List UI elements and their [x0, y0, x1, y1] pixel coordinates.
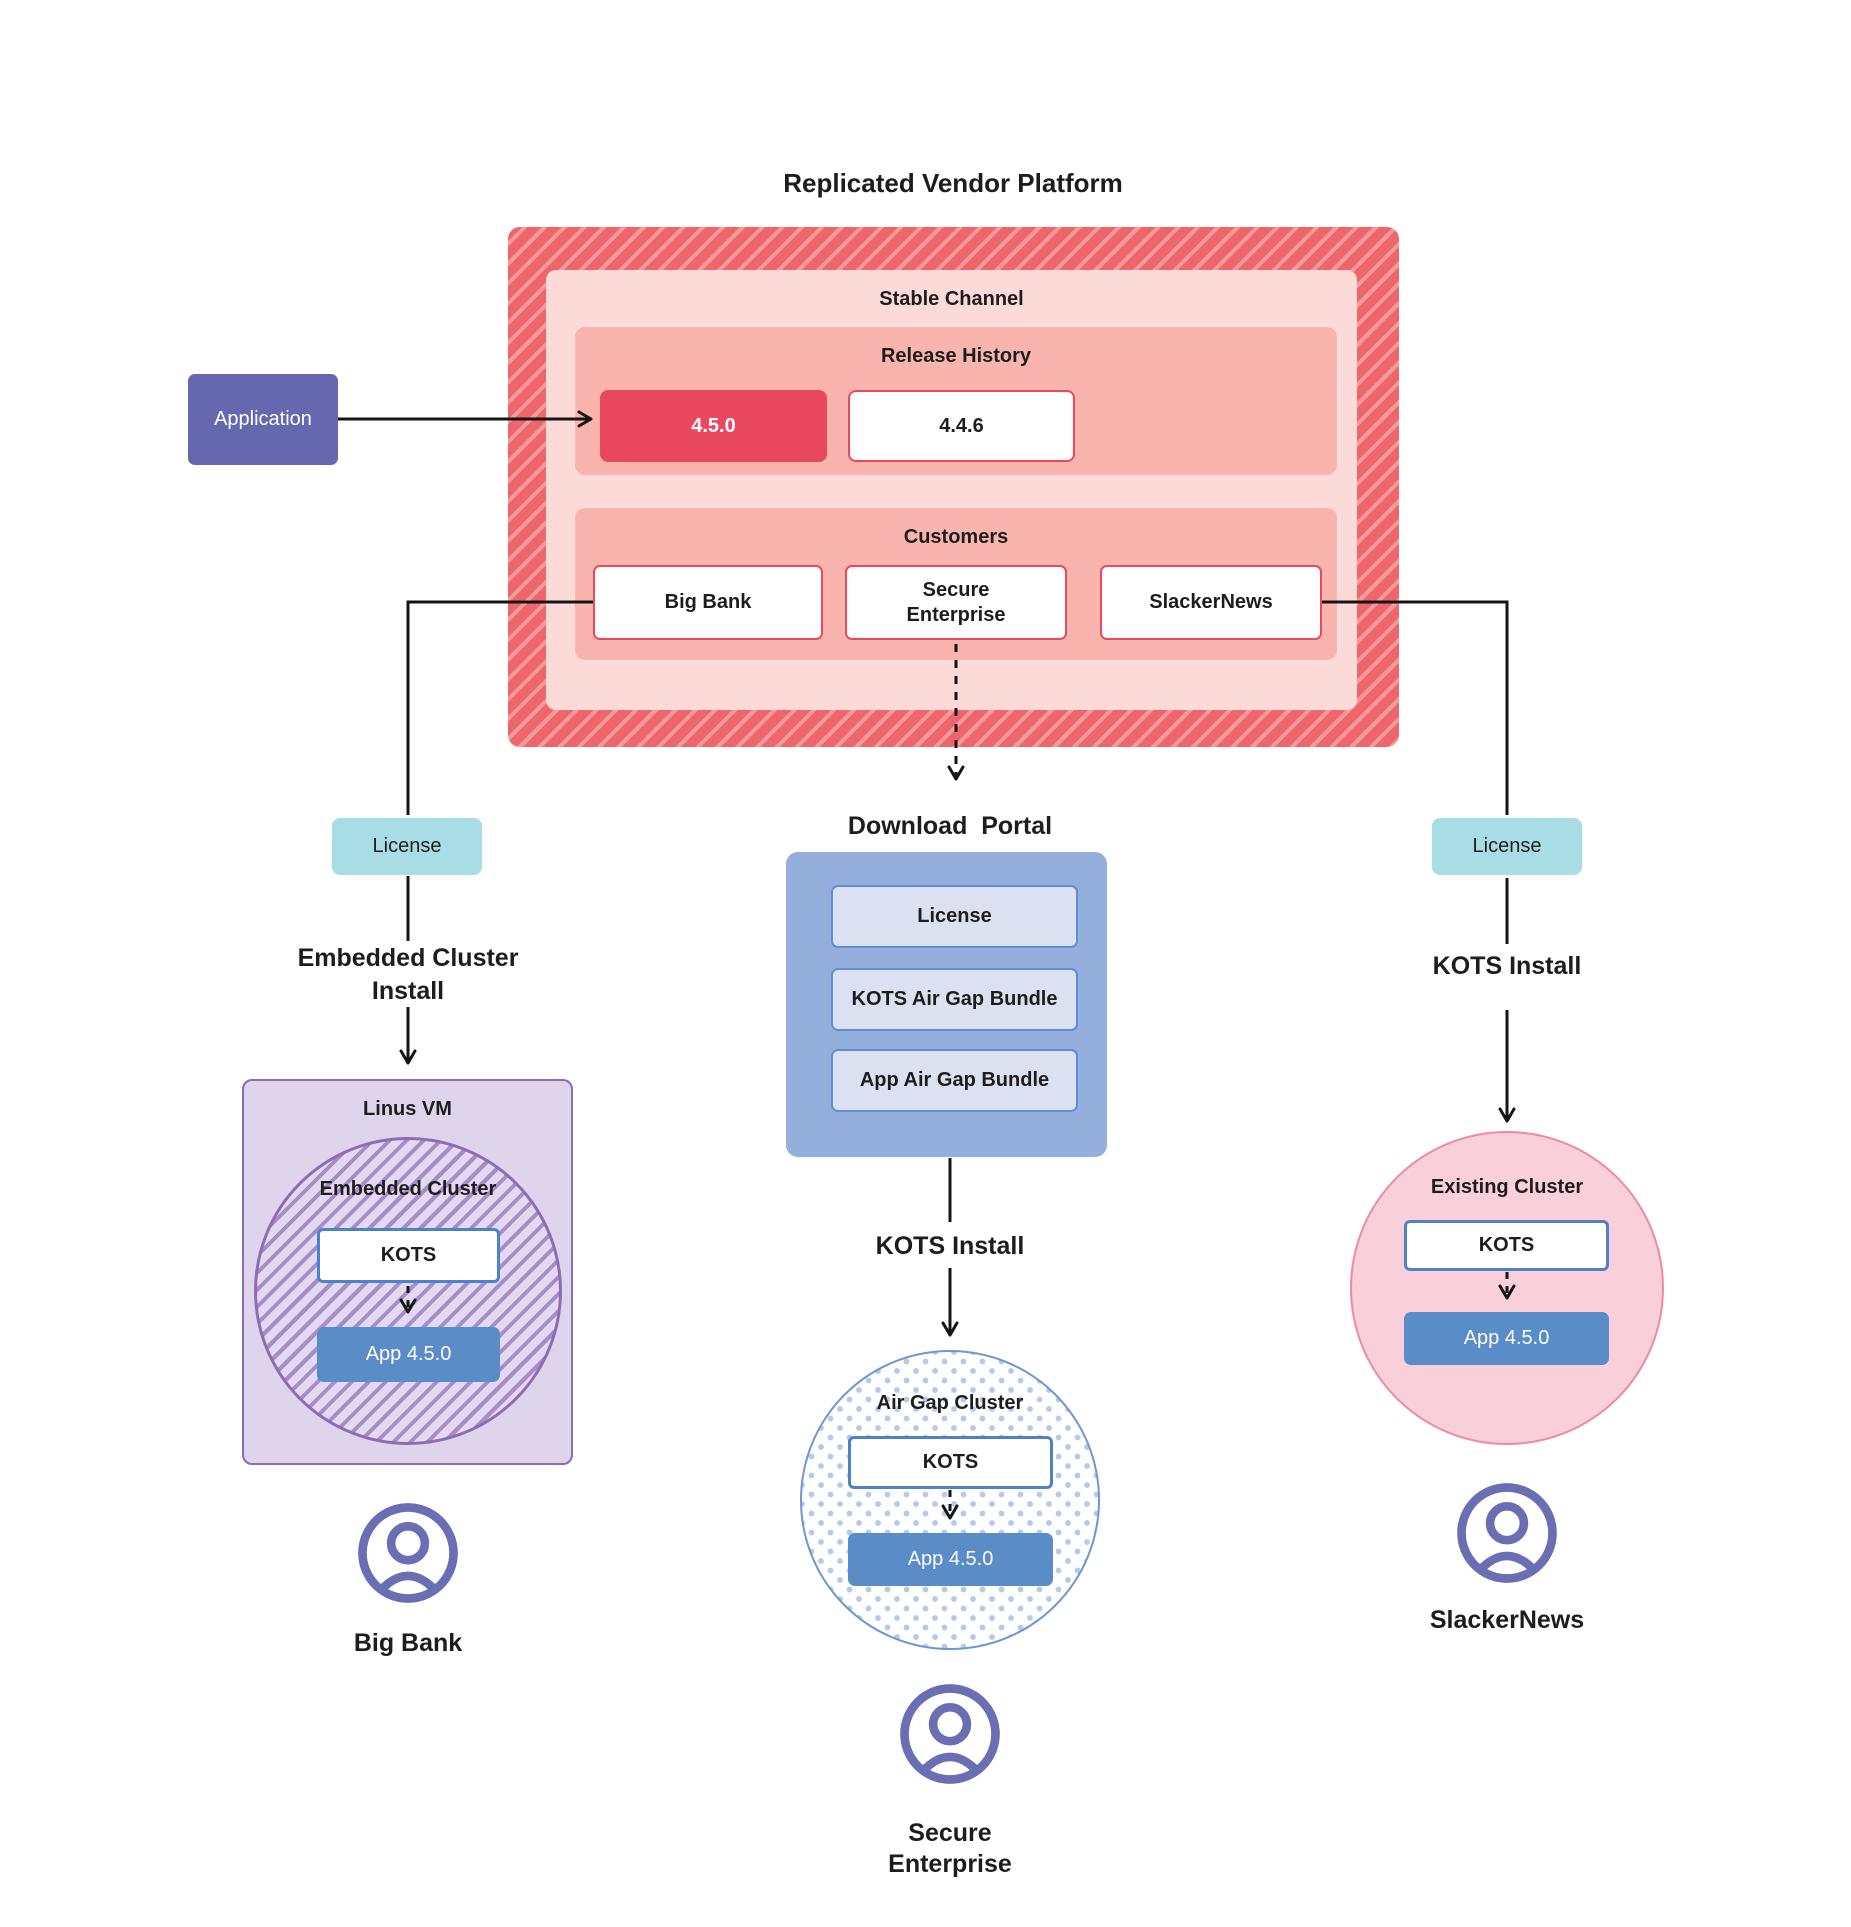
customer-box-big-bank: Big Bank — [593, 565, 823, 640]
customer-secure-enterprise-label: Secure Enterprise — [906, 578, 1006, 626]
app-box-existing: App 4.5.0 — [1404, 1312, 1609, 1365]
license-box-big-bank: License — [332, 818, 482, 875]
kots-box-airgap: KOTS — [848, 1436, 1053, 1489]
embedded-cluster-install-text: Embedded Cluster Install — [297, 944, 519, 1005]
kots-install-label-right: KOTS Install — [1432, 952, 1582, 980]
app-box-embedded: App 4.5.0 — [317, 1327, 500, 1382]
customer-box-slackernews: SlackerNews — [1100, 565, 1322, 640]
license-box-slackernews: License — [1432, 818, 1582, 875]
kots-install-label-center: KOTS Install — [875, 1232, 1025, 1260]
user-icon — [898, 1682, 1002, 1786]
user-circle-icon — [900, 1684, 1000, 1784]
user-circle-icon — [1457, 1483, 1557, 1583]
slackernews-entity-label: SlackerNews — [1429, 1606, 1585, 1634]
big-bank-entity-label: Big Bank — [353, 1629, 463, 1657]
portal-item-kots-airgap-bundle: KOTS Air Gap Bundle — [831, 968, 1078, 1031]
portal-item-app-airgap-bundle: App Air Gap Bundle — [831, 1049, 1078, 1112]
app-box-airgap: App 4.5.0 — [848, 1533, 1053, 1586]
release-box-current: 4.5.0 — [600, 390, 827, 462]
user-circle-icon — [358, 1503, 458, 1603]
diagram-title: Replicated Vendor Platform — [783, 168, 1123, 198]
kots-box-existing: KOTS — [1404, 1220, 1609, 1271]
release-history-label: Release History — [880, 345, 1032, 367]
portal-item-license: License — [831, 885, 1078, 948]
user-icon — [1455, 1481, 1559, 1585]
embedded-cluster-label: Embedded Cluster — [319, 1178, 497, 1200]
stable-channel-label: Stable Channel — [879, 288, 1024, 310]
linus-vm-label: Linus VM — [363, 1098, 452, 1120]
secure-enterprise-entity-text: Secure Enterprise — [888, 1819, 1012, 1879]
embedded-cluster-install-label: Embedded Cluster Install — [238, 942, 578, 1007]
download-portal-label: Download Portal — [847, 812, 1053, 840]
secure-enterprise-entity-label: Secure Enterprise — [800, 1818, 1100, 1881]
application-box: Application — [188, 374, 338, 465]
user-icon — [356, 1501, 460, 1605]
existing-cluster-label: Existing Cluster — [1430, 1176, 1584, 1198]
air-gap-cluster-label: Air Gap Cluster — [876, 1392, 1024, 1414]
kots-box-embedded: KOTS — [317, 1228, 500, 1283]
release-box-previous: 4.4.6 — [848, 390, 1075, 462]
customers-label: Customers — [903, 526, 1009, 548]
customer-box-secure-enterprise: Secure Enterprise — [845, 565, 1067, 640]
